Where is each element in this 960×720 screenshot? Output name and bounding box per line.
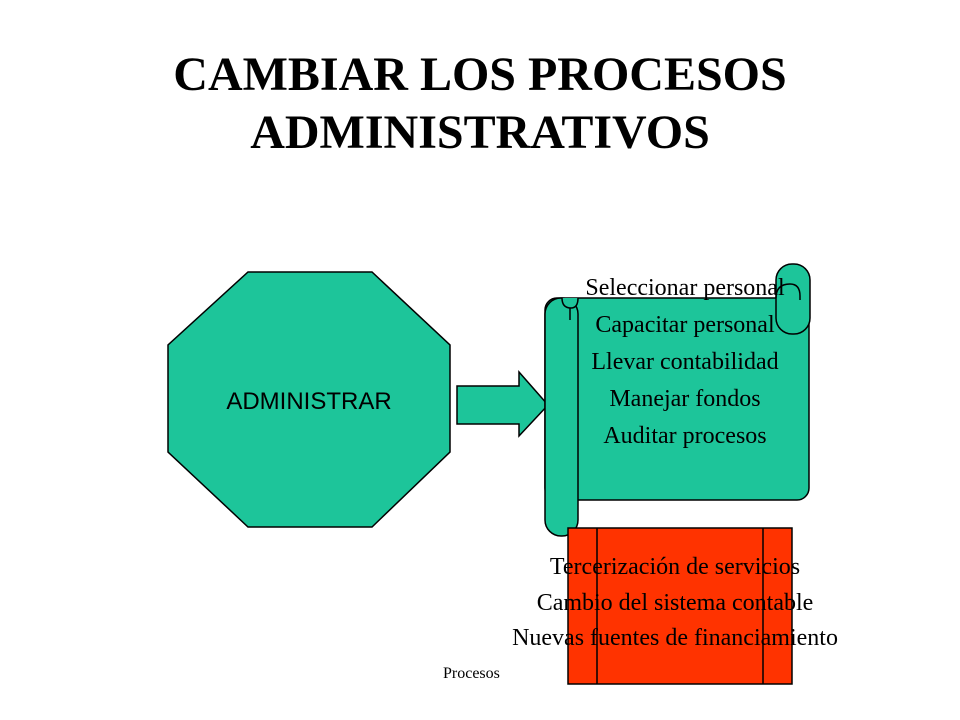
- slide-title-line-2: ADMINISTRATIVOS: [250, 106, 710, 159]
- administrar-octagon: [167, 271, 451, 528]
- slide-title: CAMBIAR LOS PROCESOS ADMINISTRATIVOS: [0, 46, 960, 162]
- changes-list: Tercerización de servicios Cambio del si…: [430, 550, 920, 657]
- change-item: Tercerización de servicios: [549, 554, 801, 580]
- changes-box: [567, 527, 793, 685]
- activity-item: Llevar contabilidad: [591, 349, 779, 375]
- activities-list: Seleccionar personal Capacitar personal …: [540, 270, 830, 455]
- slide-footer: Procesos: [443, 665, 500, 682]
- activity-item: Capacitar personal: [595, 312, 775, 338]
- activity-item: Auditar procesos: [603, 423, 767, 449]
- slide-title-line-1: CAMBIAR LOS PROCESOS: [173, 48, 787, 101]
- change-item: Nuevas fuentes de financiamiento: [512, 625, 838, 651]
- administrar-label: ADMINISTRAR: [226, 388, 392, 415]
- activities-scroll: [544, 263, 811, 537]
- activity-item: Manejar fondos: [609, 386, 761, 412]
- activity-item: Seleccionar personal: [585, 275, 785, 301]
- change-item: Cambio del sistema contable: [536, 589, 814, 616]
- right-arrow-icon: [456, 370, 550, 438]
